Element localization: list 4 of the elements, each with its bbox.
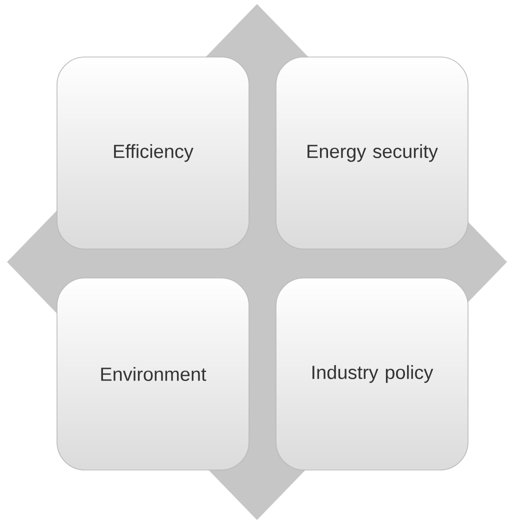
text-box: Environment [56, 278, 250, 470]
text-box: Industry policy [276, 278, 468, 470]
text-box: Energy security [276, 56, 468, 250]
text-box: Efficiency [56, 56, 250, 250]
